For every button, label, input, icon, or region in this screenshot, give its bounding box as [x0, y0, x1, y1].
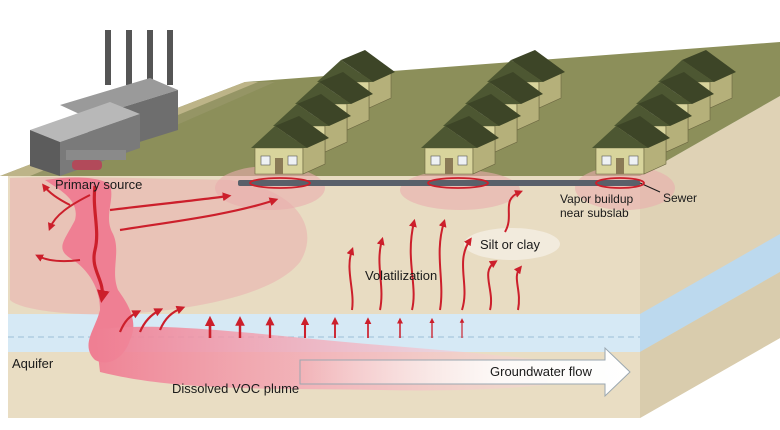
houses-group: [251, 50, 736, 175]
vapor-arrow: [438, 218, 447, 311]
silt-clay-lens: [464, 228, 560, 260]
house: [421, 116, 499, 175]
vapor-arrow: [118, 310, 142, 333]
vapor-arrow: [513, 265, 522, 311]
groundwater-flow-label: Groundwater flow: [490, 364, 592, 379]
side-lower-soil: [640, 272, 780, 418]
plume-label: Dissolved VOC plume: [172, 381, 300, 396]
vapor-arrow: [346, 246, 355, 311]
ground-surface: [0, 42, 780, 176]
vapor-arrows-group: [35, 183, 523, 338]
vapor-arrow: [42, 183, 71, 206]
vapor-arrow: [92, 185, 110, 304]
primary-source-body: [45, 177, 134, 363]
factory-building: [30, 30, 178, 176]
vapor-arrow: [376, 236, 385, 311]
side-aquifer-band: [640, 234, 780, 352]
vapor-arrow: [461, 237, 472, 311]
vapor-arrow: [409, 218, 417, 311]
vapor-arrow: [138, 308, 164, 333]
sewer-pipe: [238, 180, 640, 186]
vapor-arrow: [158, 305, 186, 331]
silt-clay-label: Silt or clay: [480, 237, 540, 252]
vapor-arrow: [47, 194, 91, 231]
aquifer-label: Aquifer: [12, 356, 54, 371]
sewer-label: Sewer: [663, 191, 698, 205]
vapor-arrow: [109, 192, 232, 212]
house: [251, 116, 329, 175]
vapor-arrow: [487, 260, 498, 311]
vapor-arrow: [119, 197, 279, 232]
volatilization-label: Volatilization: [365, 268, 438, 283]
vapor-buildup-label: Vapor buildup near subslab: [560, 192, 634, 220]
vapor-arrow: [504, 190, 523, 233]
house: [592, 116, 670, 175]
vapor-arrow: [35, 254, 81, 263]
groundwater-flow-arrow: [299, 346, 631, 398]
primary-source-label: Primary source: [55, 177, 143, 192]
